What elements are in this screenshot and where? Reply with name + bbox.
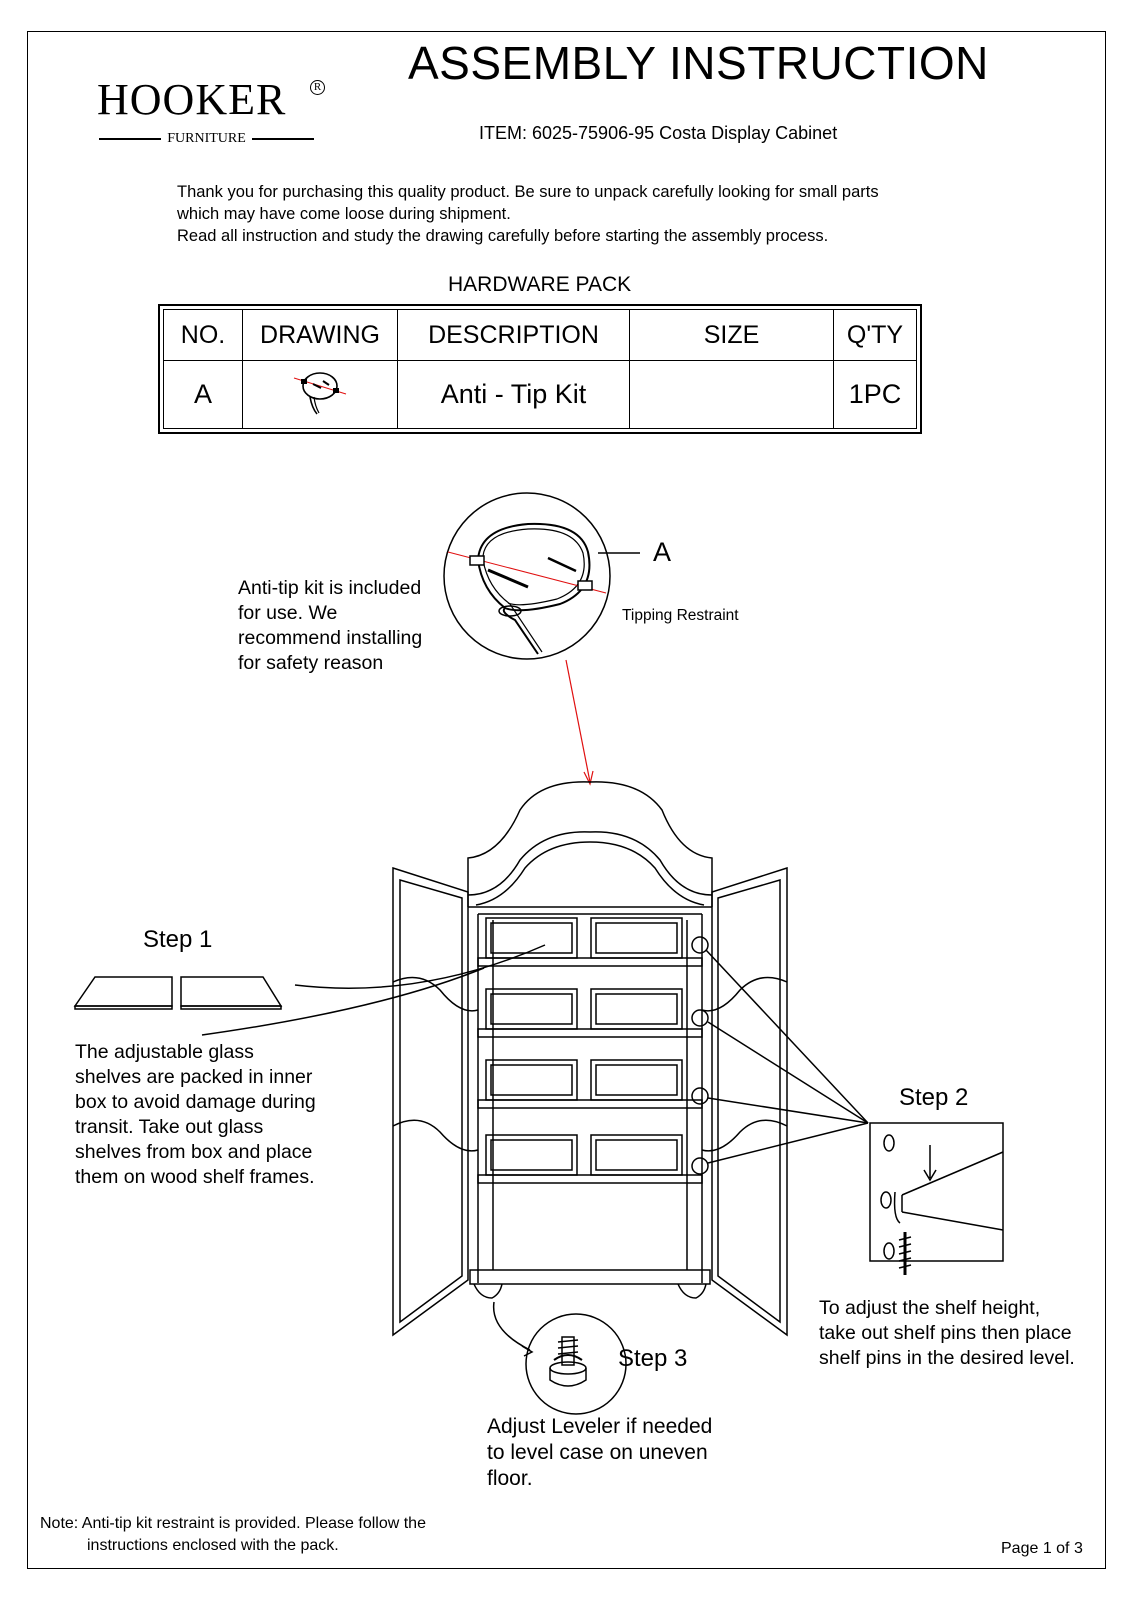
intro-line: Thank you for purchasing this quality pr… — [177, 183, 879, 201]
hardware-table: NO. DRAWING DESCRIPTION SIZE Q'TY A Anti… — [158, 304, 922, 434]
hardware-pack-title: HARDWARE PACK — [448, 273, 632, 296]
cell-no: A — [163, 360, 243, 429]
footer-note-line: Note: Anti-tip kit restraint is provided… — [40, 1515, 426, 1532]
callout-letter-a: A — [653, 537, 672, 567]
intro-line: which may have come loose during shipmen… — [177, 205, 511, 223]
cabinet-shelves — [477, 917, 703, 1184]
step1-line: The adjustable glass — [75, 1041, 254, 1063]
step3-title: Step 3 — [618, 1345, 688, 1372]
anti-tip-kit-icon — [293, 372, 347, 415]
intro-line: Read all instruction and study the drawi… — [177, 227, 829, 245]
cell-qty: 1PC — [833, 360, 917, 429]
step2-line: To adjust the shelf height, — [819, 1297, 1041, 1319]
intro-text: Thank you for purchasing this quality pr… — [177, 181, 997, 247]
step1-line: them on wood shelf frames. — [75, 1166, 315, 1188]
cabinet-case — [469, 914, 711, 1299]
col-drawing: DRAWING — [242, 309, 398, 361]
anti-tip-note-line: for use. We — [238, 602, 338, 624]
page-number: Page 1 of 3 — [1001, 1540, 1083, 1557]
col-no: NO. — [163, 309, 243, 361]
tipping-restraint-label: Tipping Restraint — [622, 607, 739, 624]
step2-text: To adjust the shelf height, take out she… — [819, 1296, 1075, 1371]
step3-line: to level case on uneven — [487, 1441, 708, 1464]
page-title: ASSEMBLY INSTRUCTION — [408, 37, 989, 89]
brand-subtitle: FURNITURE — [99, 131, 314, 147]
step3-line: Adjust Leveler if needed — [487, 1415, 713, 1438]
step2-line: take out shelf pins then place — [819, 1322, 1072, 1344]
brand-subtitle-text: FURNITURE — [167, 131, 246, 146]
shelf-pin-callouts — [691, 936, 869, 1175]
cabinet-crown — [467, 781, 713, 915]
step1-title: Step 1 — [143, 926, 213, 953]
col-size: SIZE — [629, 309, 834, 361]
col-qty: Q'TY — [833, 309, 917, 361]
page-border — [27, 31, 1106, 1569]
footer-note-line: instructions enclosed with the pack. — [87, 1537, 339, 1554]
cell-drawing — [242, 360, 398, 429]
anti-tip-note-line: Anti-tip kit is included — [238, 577, 422, 599]
step3-line: floor. — [487, 1467, 533, 1490]
anti-tip-detail-circle — [443, 492, 640, 660]
step2-detail — [869, 1122, 1004, 1275]
cabinet-doors — [392, 866, 788, 1337]
glass-shelf-panels — [73, 944, 546, 1036]
footer-note: Note: Anti-tip kit restraint is provided… — [40, 1513, 426, 1557]
step1-line: shelves are packed in inner — [75, 1066, 313, 1088]
leveler-detail — [492, 1301, 627, 1415]
col-description: DESCRIPTION — [397, 309, 630, 361]
registered-mark: R — [310, 80, 325, 95]
step1-text: The adjustable glass shelves are packed … — [75, 1040, 316, 1190]
brand-logo: HOOKER — [97, 75, 287, 124]
anti-tip-note-line: recommend installing — [238, 627, 423, 649]
step2-title: Step 2 — [899, 1084, 969, 1111]
step3-text: Adjust Leveler if needed to level case o… — [487, 1414, 712, 1492]
table-row: A Anti - Tip Kit 1PC — [163, 360, 917, 429]
table-header-row: NO. DRAWING DESCRIPTION SIZE Q'TY — [163, 309, 917, 361]
cell-size — [629, 360, 834, 429]
anti-tip-note-line: for safety reason — [238, 652, 384, 674]
step1-line: box to avoid damage during — [75, 1091, 316, 1113]
anti-tip-note: Anti-tip kit is included for use. We rec… — [238, 576, 422, 676]
step1-line: transit. Take out glass — [75, 1116, 264, 1138]
step2-line: shelf pins in the desired level. — [819, 1347, 1075, 1369]
item-number: ITEM: 6025-75906-95 Costa Display Cabine… — [479, 123, 838, 143]
step1-line: shelves from box and place — [75, 1141, 313, 1163]
cell-description: Anti - Tip Kit — [397, 360, 630, 429]
